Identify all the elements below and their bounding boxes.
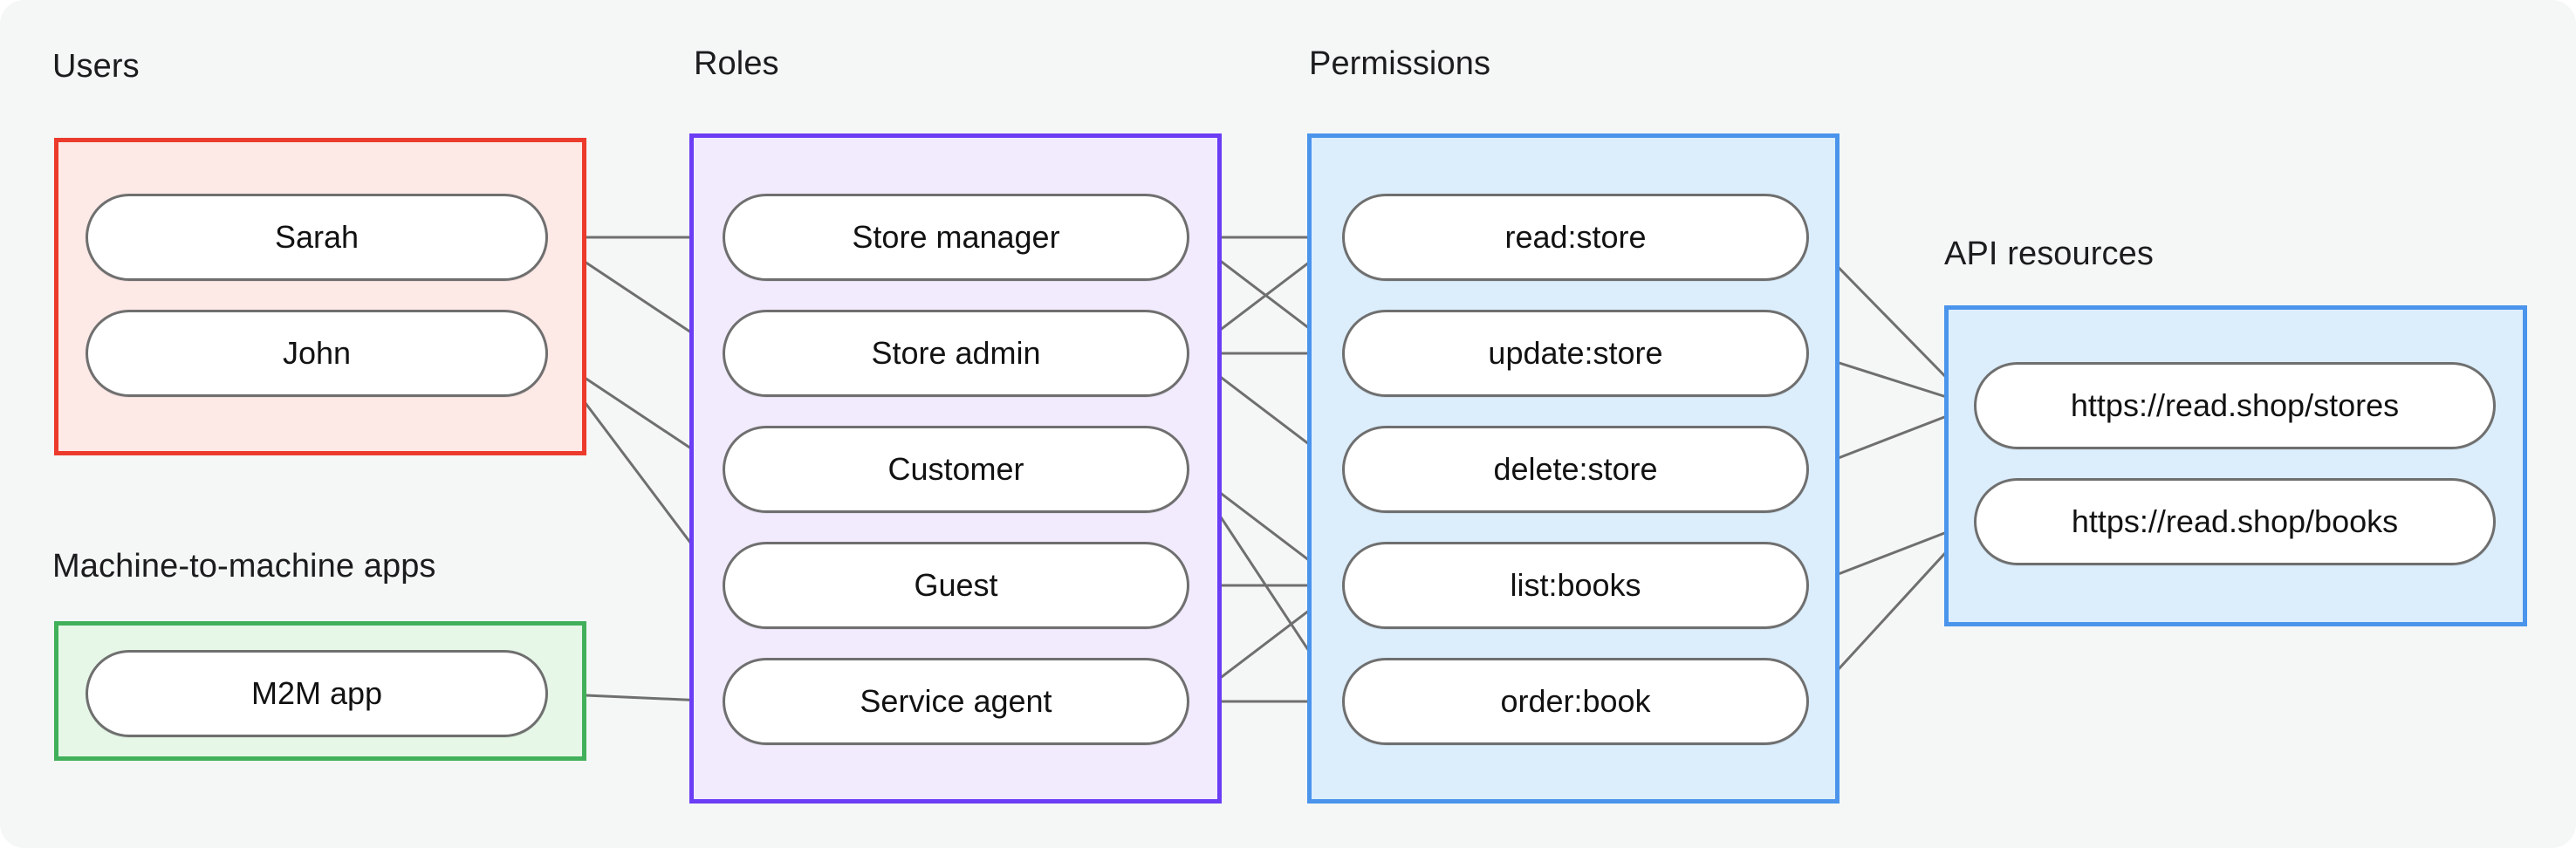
group-title-users: Users [52,48,140,85]
node-read-shop-books[interactable]: https://read.shop/books [1974,478,2496,565]
node-customer[interactable]: Customer [723,426,1189,513]
node-sarah[interactable]: Sarah [86,194,548,281]
node-update-store[interactable]: update:store [1342,310,1809,397]
node-john[interactable]: John [86,310,548,397]
node-read-store[interactable]: read:store [1342,194,1809,281]
group-title-m2m: Machine-to-machine apps [52,548,436,585]
group-title-roles: Roles [694,45,779,82]
node-m2m-app[interactable]: M2M app [86,650,548,737]
node-store-manager[interactable]: Store manager [723,194,1189,281]
node-list-books[interactable]: list:books [1342,542,1809,629]
node-delete-store[interactable]: delete:store [1342,426,1809,513]
group-title-permissions: Permissions [1309,45,1491,82]
node-store-admin[interactable]: Store admin [723,310,1189,397]
node-order-book[interactable]: order:book [1342,658,1809,745]
group-box-api [1944,305,2527,626]
node-service-agent[interactable]: Service agent [723,658,1189,745]
group-box-users [54,138,586,455]
node-read-shop-stores[interactable]: https://read.shop/stores [1974,362,2496,449]
node-guest[interactable]: Guest [723,542,1189,629]
group-title-api: API resources [1944,236,2154,272]
